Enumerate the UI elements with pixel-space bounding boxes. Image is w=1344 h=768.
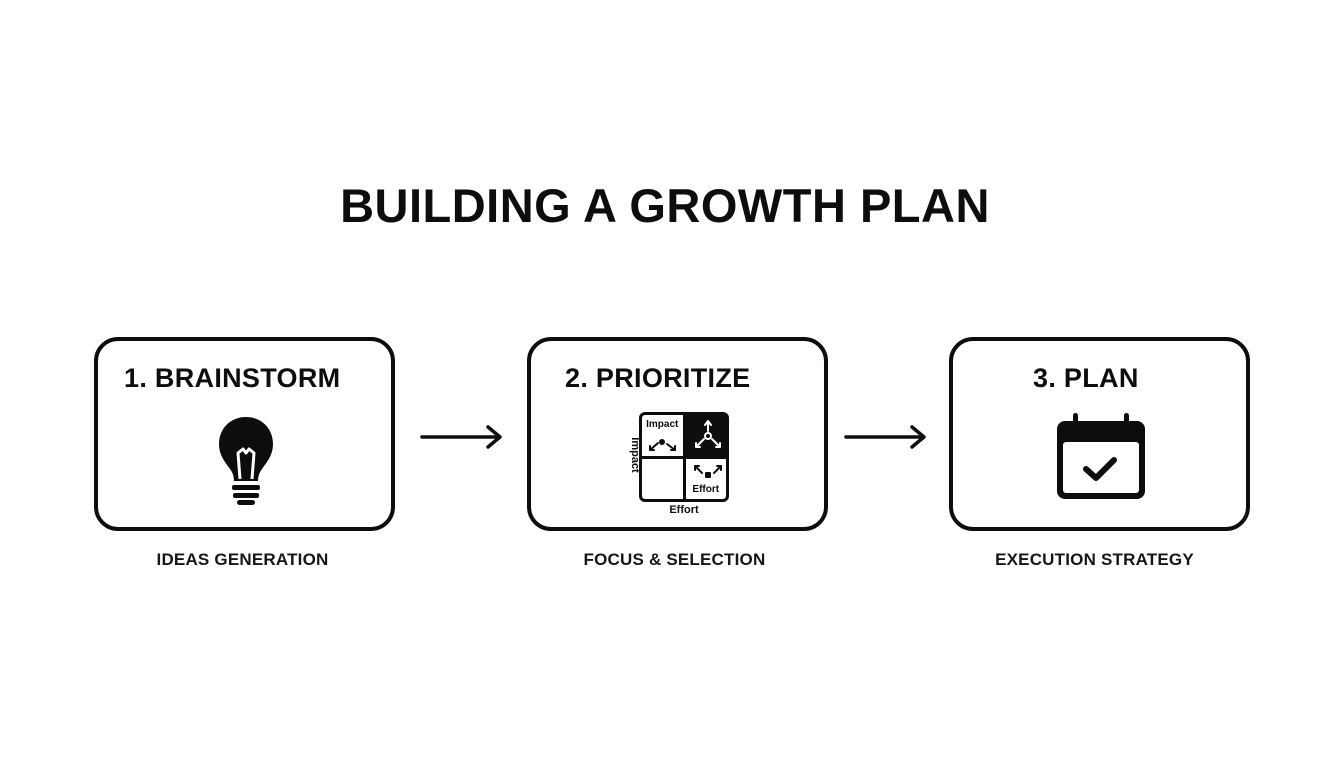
step-prioritize-caption: FOCUS & SELECTION (583, 550, 766, 569)
step-brainstorm-title: 1. BRAINSTORM (124, 363, 341, 393)
arrow-right-icon (420, 422, 504, 452)
matrix-cell-bottom-left (642, 458, 683, 499)
step-brainstorm-box: 1. BRAINSTORM (94, 337, 395, 531)
step-plan-title: 3. PLAN (1033, 363, 1139, 393)
matrix-cell-bottom-right: Effort (685, 458, 726, 499)
lightbulb-icon (216, 415, 276, 507)
step-plan-box: 3. PLAN (949, 337, 1250, 531)
matrix-effort-label: Effort (692, 483, 720, 495)
impact-effort-matrix-icon: Impact Effort (639, 412, 729, 502)
matrix-cell-top-left: Impact (642, 415, 683, 456)
radiating-arrows-icon (694, 420, 721, 448)
step-prioritize-box: 2. PRIORITIZE Impact Impact (527, 337, 828, 531)
matrix-cell-top-right (685, 415, 726, 456)
matrix-impact-label: Impact (646, 419, 679, 430)
matrix-x-axis-label: Effort (669, 504, 699, 516)
calendar-check-icon (1053, 411, 1149, 503)
step-brainstorm-caption: IDEAS GENERATION (156, 550, 329, 569)
converging-arrows-icon (693, 464, 722, 478)
step-prioritize-title: 2. PRIORITIZE (565, 363, 751, 393)
diagram-title: BUILDING A GROWTH PLAN (340, 179, 990, 232)
arrow-right-icon (844, 422, 928, 452)
expand-arrows-icon (649, 439, 676, 451)
step-plan-caption: EXECUTION STRATEGY (995, 550, 1194, 569)
